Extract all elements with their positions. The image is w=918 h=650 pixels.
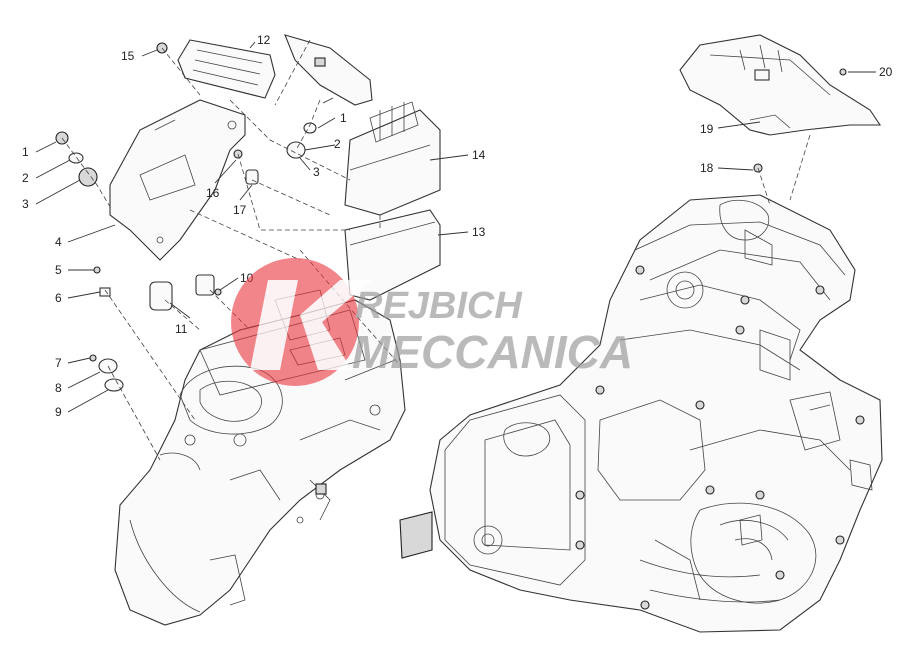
callout-19: 19	[700, 122, 714, 136]
callout-9: 9	[55, 405, 62, 419]
callout-3-right: 3	[313, 165, 320, 179]
ecu-cover-part-12	[177, 39, 276, 99]
callout-12: 12	[257, 33, 271, 47]
callout-3-left: 3	[22, 197, 29, 211]
callout-15: 15	[121, 49, 135, 63]
assembly-guide-lines	[61, 39, 811, 461]
callout-17: 17	[233, 203, 247, 217]
watermark: REJBICH MECCANICA	[231, 258, 633, 386]
watermark-line2: MECCANICA	[352, 326, 633, 378]
leader-lines	[35, 41, 876, 413]
callout-7: 7	[55, 356, 62, 370]
airbox-housing	[114, 289, 406, 626]
callout-20: 20	[879, 65, 893, 79]
connector-bracket	[284, 34, 373, 106]
callout-2-right: 2	[334, 137, 341, 151]
callout-4: 4	[55, 235, 62, 249]
callout-labels: 1 2 3 4 5 6 7 8 9 10 11 12 13 14 15 16 1…	[22, 33, 893, 419]
callout-1-right: 1	[340, 111, 347, 125]
top-cover-part-19	[679, 34, 882, 136]
callout-6: 6	[55, 291, 62, 305]
callout-14: 14	[472, 148, 486, 162]
engine-block	[399, 194, 883, 633]
callout-18: 18	[700, 161, 714, 175]
callout-5: 5	[55, 263, 62, 277]
ecu-unit-part-14	[344, 101, 441, 216]
ecu-bracket	[109, 99, 246, 261]
callout-11: 11	[175, 322, 188, 336]
callout-1-left: 1	[22, 145, 29, 159]
callout-2-left: 2	[22, 171, 29, 185]
callout-8: 8	[55, 381, 62, 395]
callout-16: 16	[206, 186, 220, 200]
watermark-line1: REJBICH	[355, 285, 523, 327]
callout-13: 13	[472, 225, 486, 239]
